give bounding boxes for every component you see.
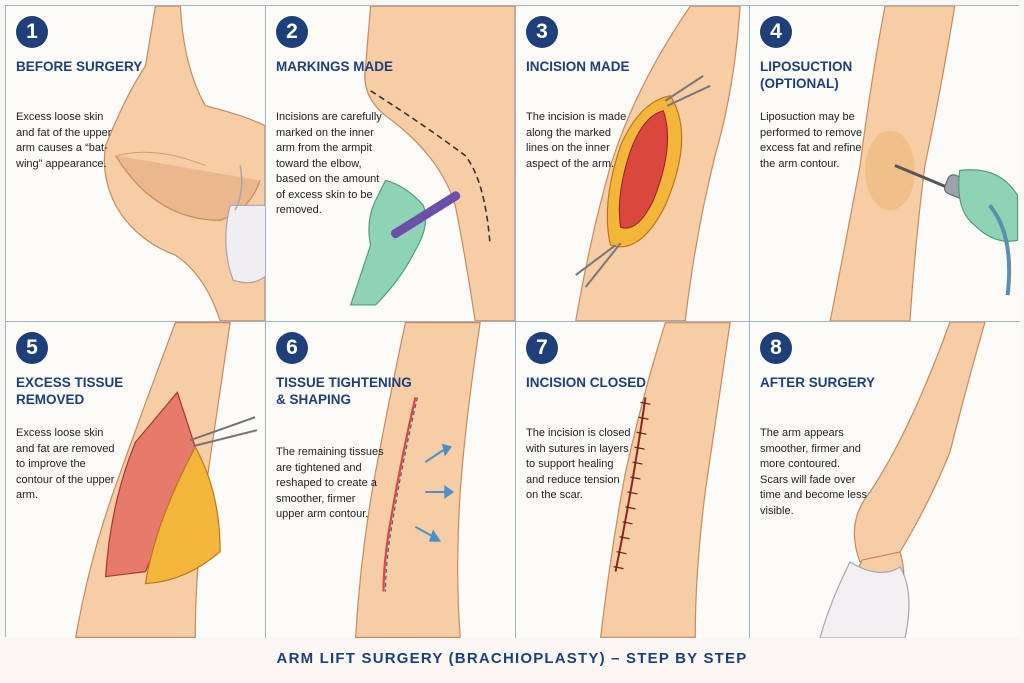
- step-number-badge: 4: [760, 16, 792, 48]
- panel-step-4: 4 Liposuction (Optional) Liposuction may…: [750, 6, 1020, 322]
- panel-step-8: 8 After Surgery The arm appears smoother…: [750, 322, 1020, 638]
- step-title: Incision Made: [526, 59, 630, 74]
- step-number-badge: 8: [760, 332, 792, 364]
- step-title: Tissue Tightening & Shaping: [276, 375, 412, 407]
- panel-step-6: 6 Tissue Tightening & Shaping The remain…: [266, 322, 516, 638]
- step-description: The arm appears smoother, firmer and mor…: [760, 427, 867, 517]
- step-title: Markings Made: [276, 59, 393, 74]
- step-title: Incision Closed: [526, 375, 647, 390]
- step-number-badge: 1: [16, 16, 48, 48]
- step-description: The incision is made along the marked li…: [526, 111, 627, 170]
- step-title: Before Surgery: [16, 59, 143, 74]
- liposuction-illustration: [829, 6, 1019, 321]
- step-description: Liposuction may be performed to remove e…: [760, 111, 863, 170]
- step-title: Liposuction (Optional): [760, 59, 853, 91]
- step-number-badge: 6: [276, 332, 308, 364]
- markings-made-illustration: [349, 6, 515, 321]
- step-title: Excess Tissue Removed: [16, 375, 124, 407]
- step-number-badge: 5: [16, 332, 48, 364]
- steps-grid: 1 Before Surgery Excess loose skin and f…: [5, 5, 1020, 638]
- diagram-title: ARM LIFT SURGERY (BRACHIOPLASTY) – STEP …: [276, 650, 748, 667]
- step-description: The remaining tissues are tightened and …: [276, 446, 384, 520]
- step-description: Incisions are carefully marked on the in…: [276, 111, 382, 216]
- panel-step-7: 7 Incision Closed The incision is closed…: [516, 322, 750, 638]
- panel-step-5: 5 Excess Tissue Removed Excess loose ski…: [6, 322, 266, 638]
- before-surgery-illustration: [103, 6, 265, 321]
- step-description: Excess loose skin and fat of the upper a…: [16, 111, 112, 170]
- panel-step-3: 3 Incision Made The incision is made alo…: [516, 6, 750, 322]
- incision-made-illustration: [575, 6, 741, 321]
- step-number-badge: 7: [526, 332, 558, 364]
- excess-tissue-removed-illustration: [75, 322, 258, 638]
- step-title: After Surgery: [760, 375, 876, 390]
- step-number-badge: 2: [276, 16, 308, 48]
- incision-closed-illustration: [599, 322, 731, 638]
- tissue-tightening-illustration: [355, 322, 481, 638]
- panel-step-1: 1 Before Surgery Excess loose skin and f…: [6, 6, 266, 322]
- panel-step-2: 2 Markings Made Incisions are carefully …: [266, 6, 516, 322]
- after-surgery-illustration: [819, 322, 986, 638]
- step-description: The incision is closed with sutures in l…: [526, 427, 631, 501]
- step-number-badge: 3: [526, 16, 558, 48]
- step-description: Excess loose skin and fat are removed to…: [16, 427, 115, 501]
